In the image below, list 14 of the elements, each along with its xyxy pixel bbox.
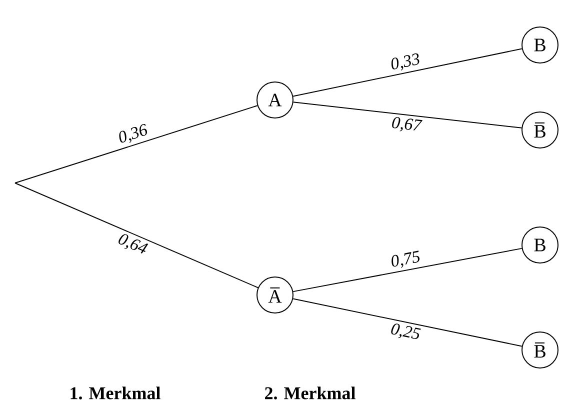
edge-label: 0,33	[391, 53, 420, 71]
branch-line	[14, 182, 259, 288]
branch-line	[292, 48, 522, 97]
edge-label: 0,67	[392, 117, 422, 132]
edge-label: 0,75	[392, 250, 420, 268]
branch-line	[292, 102, 522, 128]
edge-label: 0,25	[391, 324, 421, 339]
level-label: 1. Merkmal	[70, 386, 160, 400]
edge-label: 0,36	[119, 124, 147, 144]
branch-line	[292, 248, 522, 292]
branch-line	[14, 105, 258, 184]
level-label: 2. Merkmal	[265, 386, 356, 400]
edge-label: 0,64	[118, 234, 148, 254]
branch-line	[292, 298, 522, 347]
